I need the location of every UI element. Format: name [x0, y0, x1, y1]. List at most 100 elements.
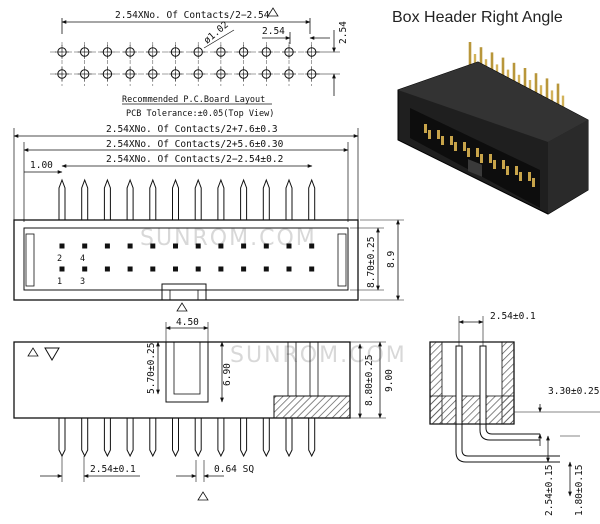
pin1-marker-icon — [44, 347, 60, 361]
top-view-pin — [126, 178, 134, 220]
contact-square — [150, 266, 156, 272]
page-title: Box Header Right Angle — [392, 9, 563, 26]
body-height-dim: 9.00 — [384, 369, 395, 392]
front-view-pin — [58, 418, 66, 458]
cavity-pin — [506, 166, 509, 175]
contact-square — [263, 243, 269, 249]
pcb-tolerance: PCB Tolerance:±0.05(Top View) — [126, 109, 274, 119]
product-photo — [397, 42, 589, 215]
pcb-hole-grid — [50, 42, 322, 86]
front-view-pin — [194, 418, 202, 458]
cavity-pin — [519, 172, 522, 181]
pcb-row-pitch: 2.54 — [338, 21, 349, 44]
front-pin-pitch-dim: 2.54±0.1 — [90, 464, 136, 475]
contact-square — [195, 266, 201, 272]
contact-square — [286, 243, 292, 249]
lead-pitch-dim: 2.54±0.15 — [544, 465, 555, 516]
top-view-pin — [58, 178, 66, 220]
contact-square — [82, 266, 88, 272]
top-view: 2.54XNo. Of Contacts/2+7.6±0.3 2.54XNo. … — [13, 124, 404, 312]
top-view-pin — [308, 178, 316, 220]
cavity-pin — [437, 130, 440, 139]
height-dim: 8.9 — [386, 251, 397, 268]
body-height-tol-dim: 8.80±0.25 — [364, 355, 375, 406]
pin-number-2: 2 — [57, 254, 62, 264]
top-view-pin — [149, 178, 157, 220]
pin-size-dim: 0.64 SQ — [214, 464, 254, 475]
front-view-pin — [262, 418, 270, 458]
cavity-pin — [467, 148, 470, 157]
contact-square — [82, 243, 88, 249]
pcb-pitch: 2.54 — [262, 26, 285, 37]
lead-length-dim: 1.80±0.15 — [574, 465, 585, 516]
top-view-pin — [285, 178, 293, 220]
front-view-pin — [217, 418, 225, 458]
warning-triangle-icon — [176, 302, 188, 312]
contact-square — [309, 266, 315, 272]
contact-square — [127, 266, 133, 272]
top-view-pin — [81, 178, 89, 220]
side-view: 2.54±0.1 3.30±0.25 2.54±0.15 1.80±0.15 — [429, 311, 600, 516]
contact-square — [218, 243, 224, 249]
key-height-tol-dim: 5.70±0.25 — [146, 343, 157, 394]
key-height-dim: 6.90 — [222, 363, 233, 386]
watermark-top: SUNROM.COM — [140, 226, 317, 251]
pcb-caption: Recommended P.C.Board Layout — [122, 95, 265, 105]
pcb-layout: 2.54XNo. Of Contacts/2−2.54 2.54 2.54 ø1… — [50, 7, 349, 119]
contact-square — [286, 266, 292, 272]
front-view-pin — [103, 418, 111, 458]
lead-offset-dim: 3.30±0.25 — [548, 386, 599, 397]
warning-triangle-icon — [197, 491, 209, 501]
contact-square — [59, 243, 65, 249]
pcb-hole-diameter: ø1.02 — [202, 19, 231, 46]
front-view: 4.50 5.70±0.25 6.90 8.80±0.25 9.00 2.54±… — [13, 317, 395, 501]
top-view-pin — [217, 178, 225, 220]
cavity-pin — [424, 124, 427, 133]
pin-number-1: 1 — [57, 277, 62, 287]
key-width-dim: 4.50 — [176, 317, 199, 328]
cavity-pin — [532, 178, 535, 187]
watermark-bottom: SUNROM.COM — [230, 343, 407, 368]
front-view-pin — [308, 418, 316, 458]
cavity-pin — [528, 172, 531, 181]
top-view-pin — [103, 178, 111, 220]
cavity-pin — [476, 148, 479, 157]
cavity-pin — [450, 136, 453, 145]
front-view-pin — [172, 418, 179, 458]
contact-square — [173, 243, 178, 249]
contact-square — [241, 266, 247, 272]
side-row-pitch-dim: 2.54±0.1 — [490, 311, 536, 322]
contact-square — [218, 266, 224, 272]
contact-square — [195, 243, 201, 249]
photo-cavity-pins — [424, 124, 535, 187]
warning-triangle-icon — [267, 7, 279, 17]
pin-number-4: 4 — [80, 254, 85, 264]
front-view-pin — [285, 418, 293, 458]
cavity-pin — [480, 154, 483, 163]
cavity-pin — [515, 166, 518, 175]
pin-number-3: 3 — [80, 277, 85, 287]
inner-length-dim: 2.54XNo. Of Contacts/2+5.6±0.30 — [106, 139, 284, 150]
cavity-pin — [454, 142, 457, 151]
contact-square — [127, 243, 133, 249]
contact-square — [263, 266, 269, 272]
front-view-pin — [126, 418, 134, 458]
front-view-pin — [240, 418, 248, 458]
cavity-pin — [489, 154, 492, 163]
top-view-pins — [58, 178, 316, 220]
contact-square — [104, 243, 110, 249]
top-view-pin — [172, 178, 179, 220]
contact-square — [150, 243, 156, 249]
warning-triangle-icon — [27, 347, 39, 357]
cavity-pin — [493, 160, 496, 169]
front-view-pin — [81, 418, 89, 458]
front-view-pins — [58, 418, 316, 458]
top-view-pin — [262, 178, 270, 220]
top-view-contacts — [59, 243, 315, 272]
cavity-pin — [463, 142, 466, 151]
cavity-pin — [428, 130, 431, 139]
top-view-body — [13, 219, 359, 301]
height-tol-dim: 8.70±0.25 — [366, 237, 377, 288]
